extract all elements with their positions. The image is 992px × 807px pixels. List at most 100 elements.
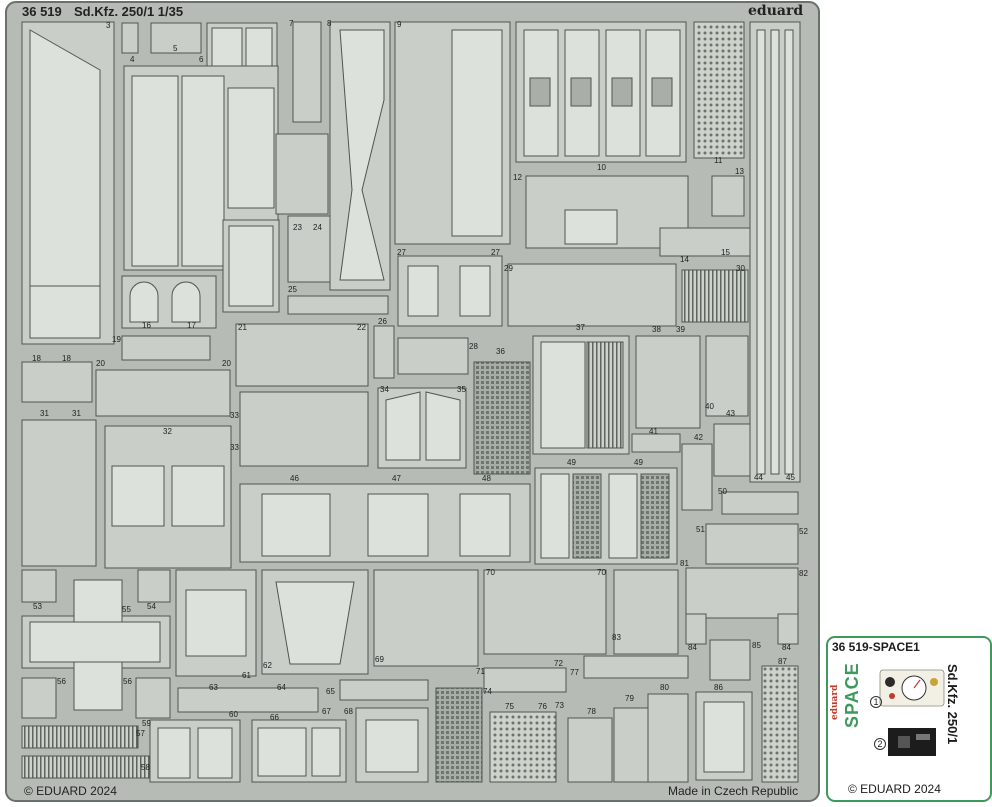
part-number-51: 51 <box>696 525 705 534</box>
part-number-61: 61 <box>242 671 251 680</box>
part-number-62: 62 <box>263 661 272 670</box>
part-number-7: 7 <box>289 19 294 28</box>
part-number-16: 16 <box>142 321 151 330</box>
part-number-65: 65 <box>326 687 335 696</box>
part-number-81: 81 <box>680 559 689 568</box>
part-number-43: 43 <box>726 409 735 418</box>
part-number-4: 4 <box>130 55 135 64</box>
part-number-56: 56 <box>57 677 66 686</box>
part-number-75: 75 <box>505 702 514 711</box>
part-number-22: 22 <box>357 323 366 332</box>
part-number-32: 32 <box>163 427 172 436</box>
part-number-33: 33 <box>230 443 239 452</box>
part-number-18: 18 <box>32 354 41 363</box>
part-number-64: 64 <box>277 683 286 692</box>
photo-etch-fret <box>5 1 820 802</box>
part-number-84: 84 <box>782 643 791 652</box>
part-number-55: 55 <box>122 605 131 614</box>
part-number-21: 21 <box>238 323 247 332</box>
set-code: 36 519 <box>22 4 62 19</box>
part-number-24: 24 <box>313 223 322 232</box>
part-number-68: 68 <box>344 707 353 716</box>
instrument-panel-decal <box>885 675 938 701</box>
part-number-53: 53 <box>33 602 42 611</box>
space-sheet: 36 519-SPACE1 Sd.Kfz. 250/1 eduard SPACE… <box>826 636 992 802</box>
part-number-52: 52 <box>799 527 808 536</box>
part-number-45: 45 <box>786 473 795 482</box>
part-number-50: 50 <box>718 487 727 496</box>
part-number-13: 13 <box>735 167 744 176</box>
part-number-77: 77 <box>570 668 579 677</box>
part-number-5: 5 <box>173 44 178 53</box>
part-number-42: 42 <box>694 433 703 442</box>
part-number-58: 58 <box>141 763 150 772</box>
part-number-84: 84 <box>688 643 697 652</box>
part-number-25: 25 <box>288 285 297 294</box>
part-number-12: 12 <box>513 173 522 182</box>
space-side-title: Sd.Kfz. 250/1 <box>945 664 960 745</box>
part-number-27: 27 <box>491 248 500 257</box>
space-copyright: © EDUARD 2024 <box>848 782 941 796</box>
part-number-31: 31 <box>72 409 81 418</box>
part-number-34: 34 <box>380 385 389 394</box>
part-number-66: 66 <box>270 713 279 722</box>
decal-2-number: 2 <box>874 738 886 750</box>
part-number-3: 3 <box>106 21 111 30</box>
part-number-11: 11 <box>714 156 723 165</box>
part-number-73: 73 <box>555 701 564 710</box>
part-number-82: 82 <box>799 569 808 578</box>
part-number-30: 30 <box>736 264 745 273</box>
origin-text: Made in Czech Republic <box>668 784 799 798</box>
part-number-57: 57 <box>136 729 145 738</box>
part-number-9: 9 <box>397 20 402 29</box>
part-number-54: 54 <box>147 602 156 611</box>
part-number-19: 19 <box>112 335 121 344</box>
part-number-6: 6 <box>199 55 204 64</box>
part-number-78: 78 <box>587 707 596 716</box>
part-number-39: 39 <box>676 325 685 334</box>
part-number-85: 85 <box>752 641 761 650</box>
part-number-27: 27 <box>397 248 406 257</box>
part-number-44: 44 <box>754 473 763 482</box>
part-number-28: 28 <box>469 342 478 351</box>
part-number-26: 26 <box>378 317 387 326</box>
part-number-80: 80 <box>660 683 669 692</box>
part-number-29: 29 <box>504 264 513 273</box>
part-number-49: 49 <box>634 458 643 467</box>
part-number-59: 59 <box>142 719 151 728</box>
copyright-text: © EDUARD 2024 <box>24 784 117 798</box>
part-number-10: 10 <box>597 163 606 172</box>
brand-logo: eduard <box>748 3 804 19</box>
part-number-31: 31 <box>40 409 49 418</box>
part-number-63: 63 <box>209 683 218 692</box>
part-number-33: 33 <box>230 411 239 420</box>
part-number-70: 70 <box>597 568 606 577</box>
part-number-60: 60 <box>229 710 238 719</box>
part-number-15: 15 <box>721 248 730 257</box>
space-logo-big: SPACE <box>842 662 862 728</box>
part-number-20: 20 <box>96 359 105 368</box>
part-number-86: 86 <box>714 683 723 692</box>
decal-1-number: 1 <box>870 696 882 708</box>
part-number-87: 87 <box>778 657 787 666</box>
part-number-40: 40 <box>705 402 714 411</box>
part-number-17: 17 <box>187 321 196 330</box>
space-logo-small: eduard <box>830 684 840 720</box>
part-number-41: 41 <box>649 427 658 436</box>
part-number-36: 36 <box>496 347 505 356</box>
part-number-38: 38 <box>652 325 661 334</box>
part-number-76: 76 <box>538 702 547 711</box>
part-number-74: 74 <box>483 687 492 696</box>
part-number-47: 47 <box>392 474 401 483</box>
part-number-67: 67 <box>322 707 331 716</box>
space-sheet-frame <box>826 636 992 802</box>
part-number-70: 70 <box>486 568 495 577</box>
decal-2-panel <box>888 728 936 756</box>
part-number-18: 18 <box>62 354 71 363</box>
part-number-48: 48 <box>482 474 491 483</box>
part-number-71: 71 <box>476 667 485 676</box>
part-number-56: 56 <box>123 677 132 686</box>
part-number-46: 46 <box>290 474 299 483</box>
part-number-83: 83 <box>612 633 621 642</box>
fret-title: Sd.Kfz. 250/1 1/35 <box>74 4 184 19</box>
